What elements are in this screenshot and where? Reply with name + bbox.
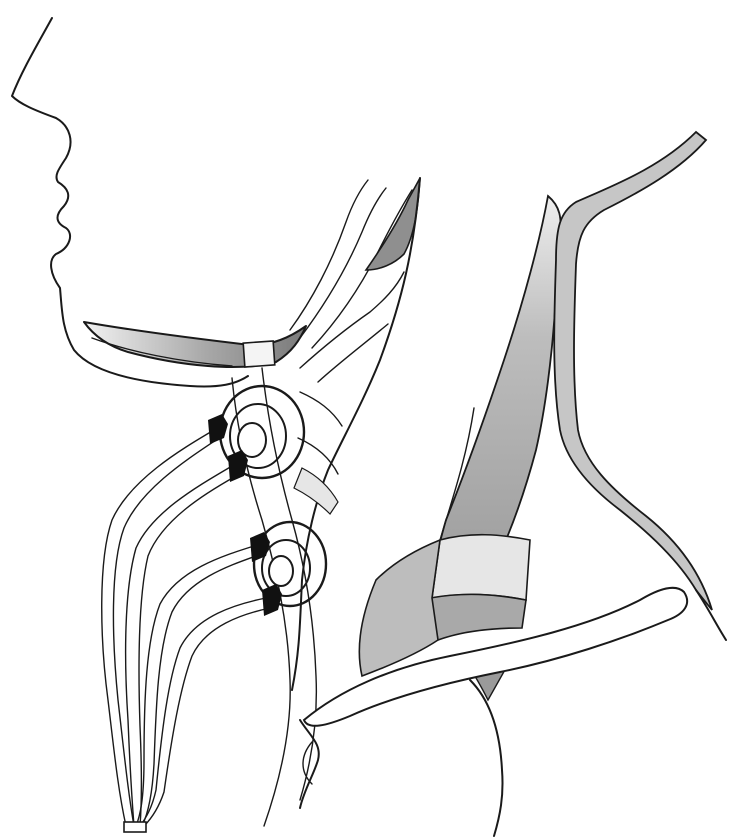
chest-outline-right — [470, 680, 503, 836]
lead-wire-terminal — [124, 822, 146, 832]
strap-muscle-upper — [290, 180, 368, 330]
lower-cuff-inner-ring — [269, 556, 293, 586]
lead-wire-bundle — [102, 430, 270, 832]
scalene-mid-band — [430, 594, 526, 640]
lead-wire-3-outer — [142, 556, 256, 826]
connector-clip-1 — [208, 414, 228, 444]
vessel-channel-right — [262, 368, 316, 800]
scalene-light-band — [432, 535, 530, 600]
shoulder-line — [696, 590, 726, 640]
lead-wire-4 — [140, 598, 266, 826]
vessel-branch-1 — [300, 392, 342, 426]
lead-wire-3 — [136, 546, 254, 826]
posterior-triangle-shade — [359, 540, 440, 676]
lead-wire-4-outer — [144, 608, 270, 826]
posterior-neck-outer — [554, 132, 712, 610]
hyoid-bone — [243, 341, 275, 367]
strap-muscle-lower-right — [318, 324, 388, 382]
